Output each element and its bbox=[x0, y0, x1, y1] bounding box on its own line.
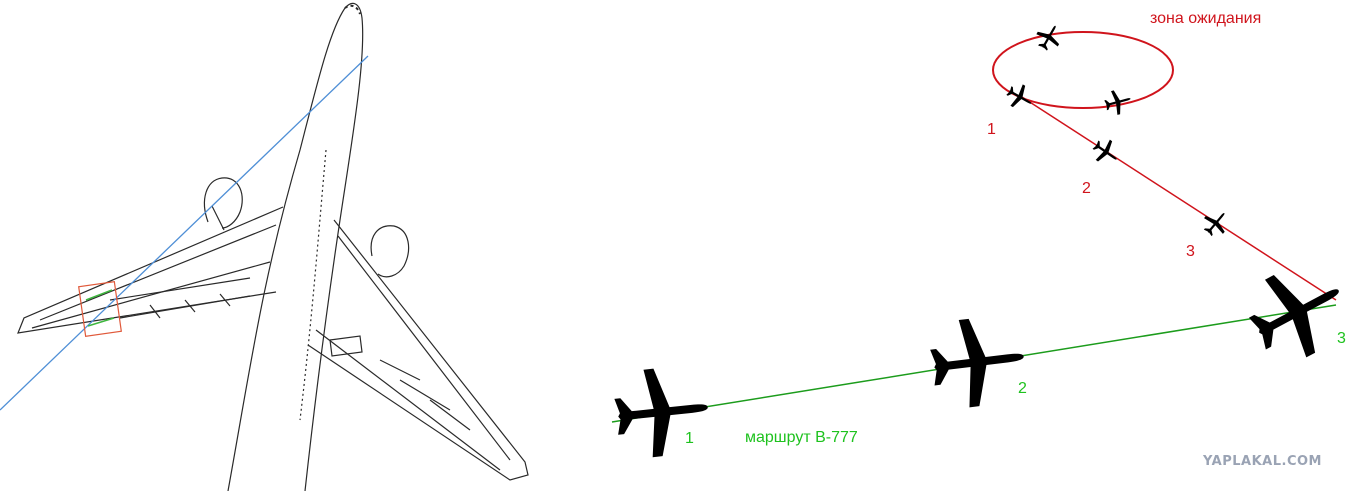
holding-zone-ellipse bbox=[992, 31, 1174, 109]
green-point-2-label: 2 bbox=[1018, 380, 1027, 397]
airplane-icon bbox=[1002, 79, 1038, 115]
red-point-3-label: 3 bbox=[1186, 243, 1195, 260]
green-marker bbox=[85, 289, 115, 327]
red-point-1-label: 1 bbox=[987, 121, 996, 138]
aircraft-wing-drawing bbox=[17, 2, 529, 491]
crossing-line bbox=[0, 55, 369, 411]
airplane-icon bbox=[1198, 205, 1234, 241]
airplane-icon bbox=[1088, 134, 1124, 170]
airplane-icon bbox=[1236, 251, 1360, 373]
green-point-3-label: 3 bbox=[1337, 330, 1346, 347]
red-point-2-label: 2 bbox=[1082, 180, 1091, 197]
watermark: YAPLAKAL.COM bbox=[1203, 454, 1322, 469]
holding-zone-label: зона ожидания bbox=[1150, 10, 1262, 27]
route-label: маршрут В-777 bbox=[745, 429, 858, 446]
red-route-line bbox=[1021, 96, 1337, 301]
green-point-1-label: 1 bbox=[685, 430, 694, 447]
airplane-icon bbox=[611, 363, 713, 461]
red-marker-box bbox=[78, 281, 122, 337]
airplane-icon bbox=[926, 312, 1030, 412]
